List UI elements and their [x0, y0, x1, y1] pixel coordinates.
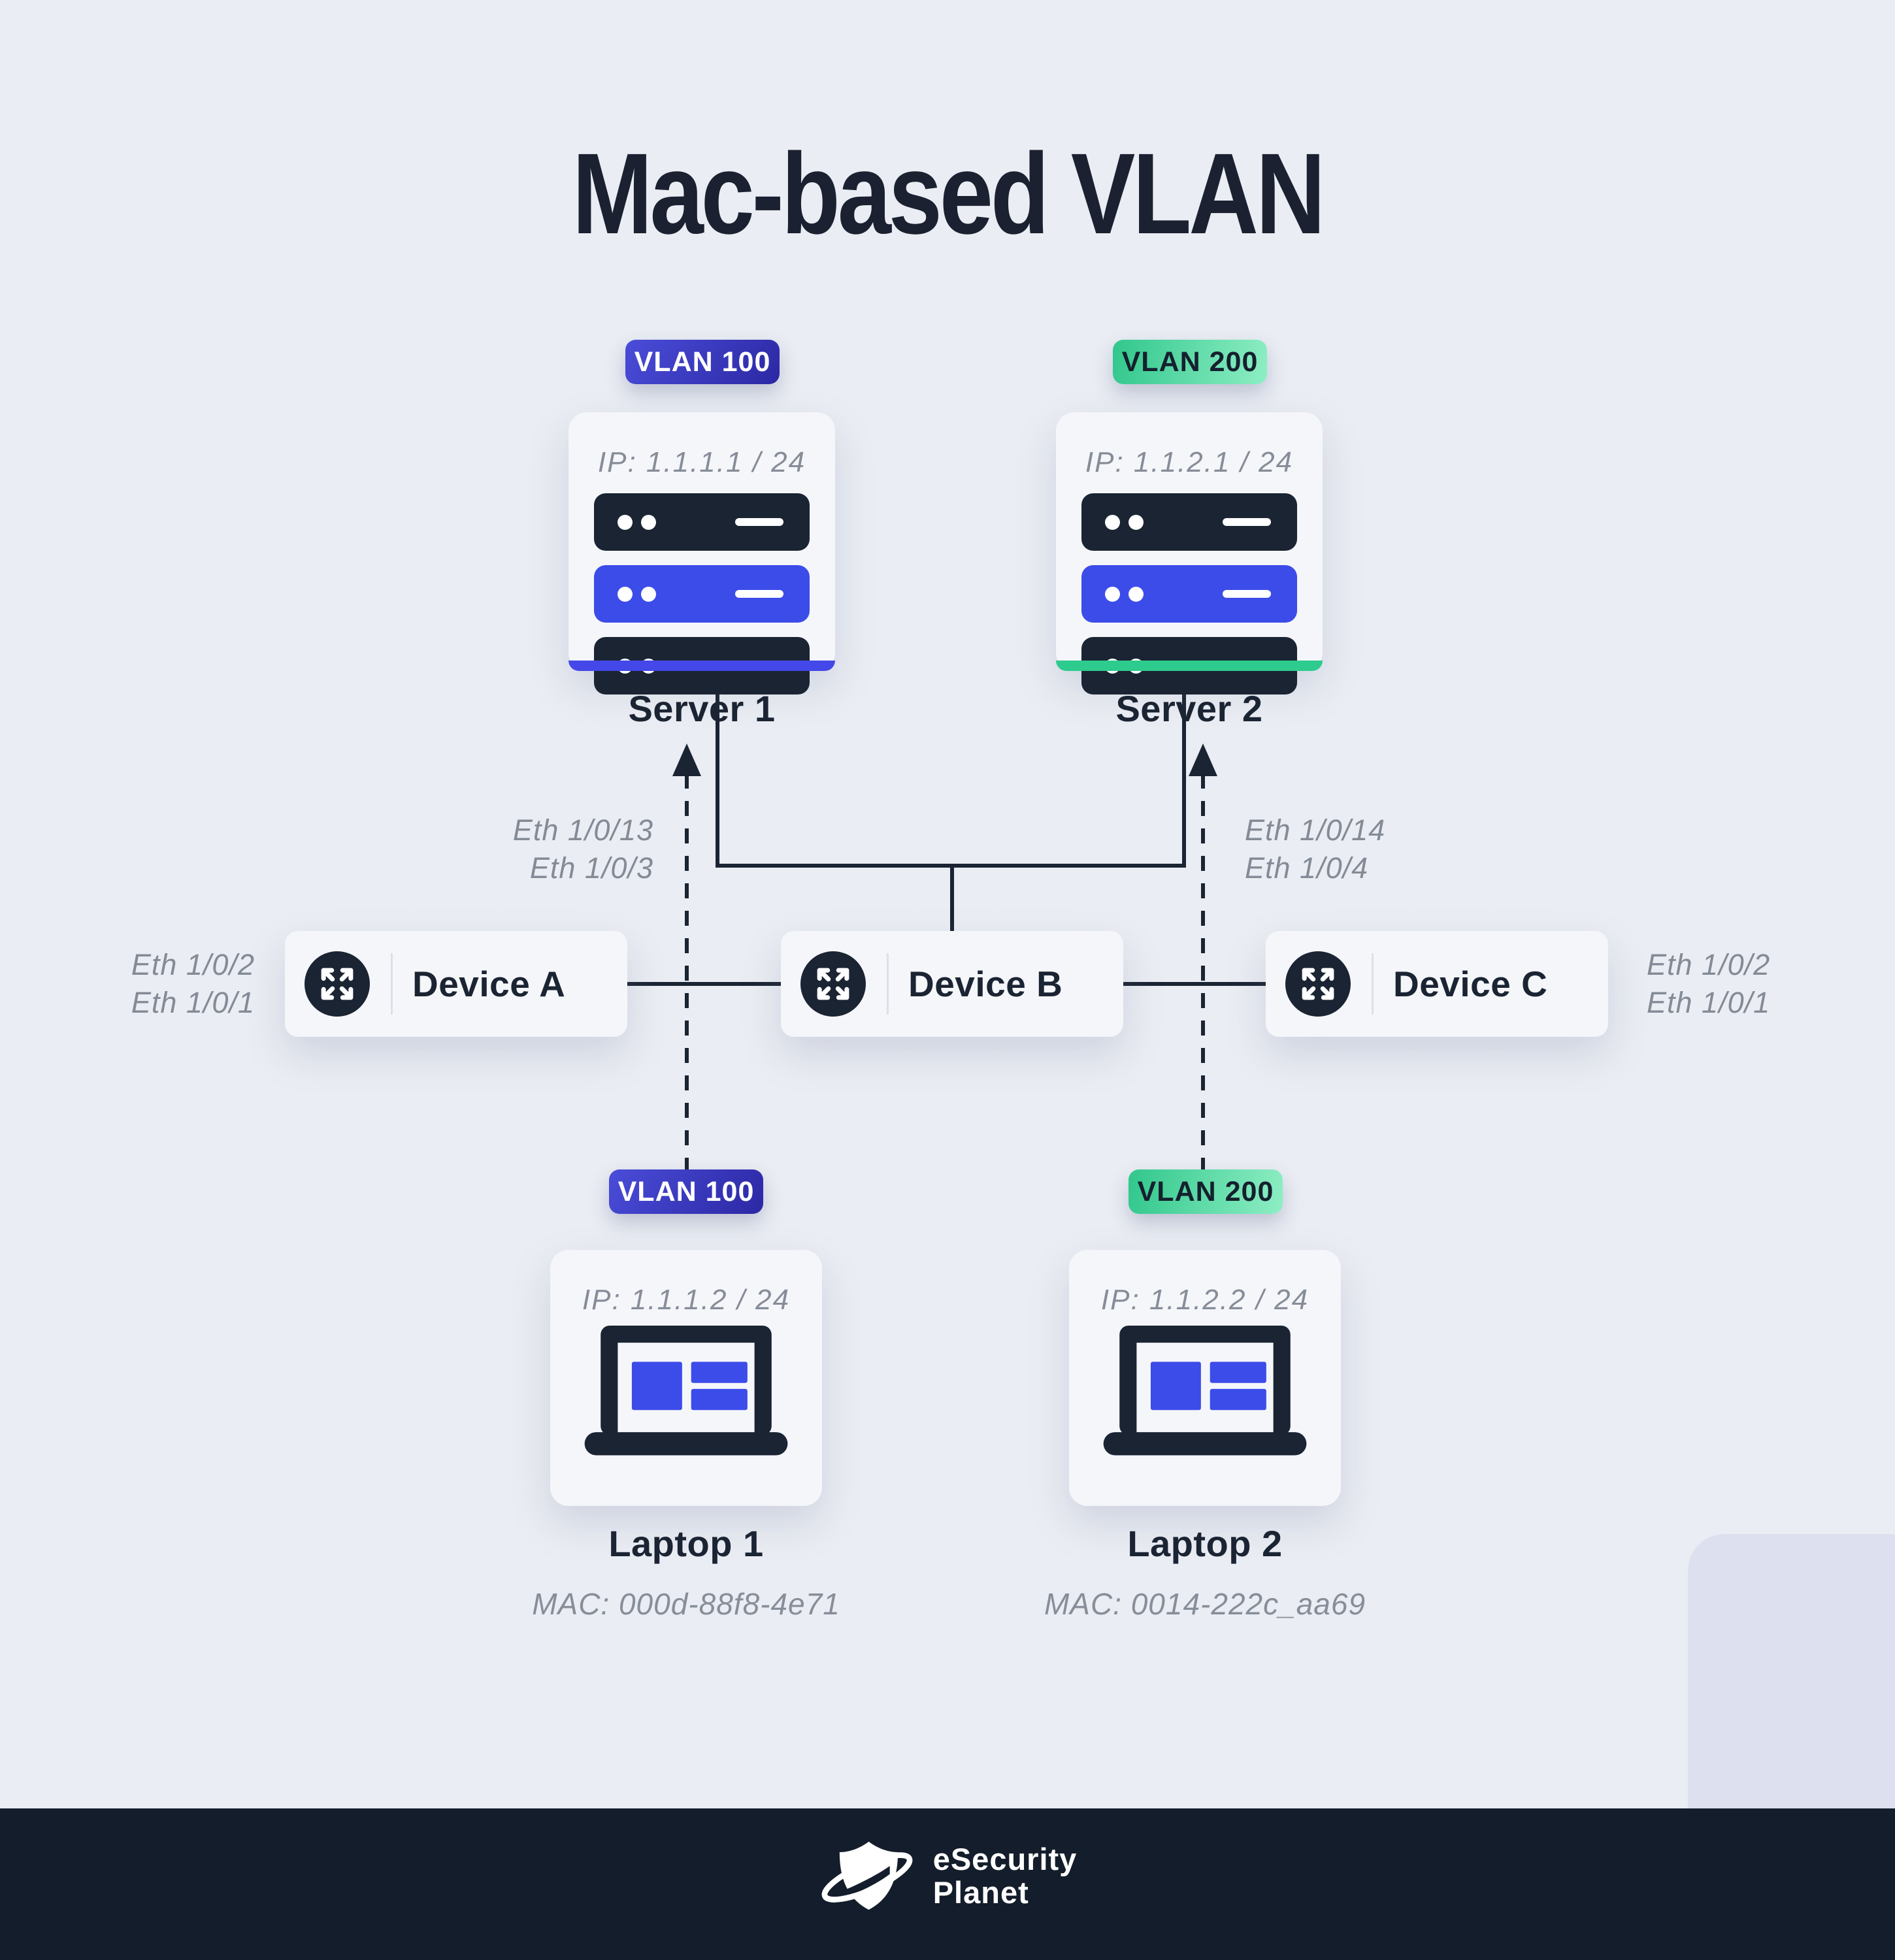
laptop2-mac: MAC: 0014-222c_aa69 [1044, 1587, 1366, 1621]
vlan-100-badge-server: VLAN 100 [625, 340, 780, 384]
vlan100-arrowhead-icon [672, 743, 701, 776]
port-label: Eth 1/0/2 [131, 948, 255, 981]
port-label: Eth 1/0/1 [1647, 986, 1771, 1019]
brand-logo: eSecurity Planet [818, 1835, 1078, 1916]
laptop2-ip: IP: 1.1.2.2 / 24 [1100, 1284, 1310, 1316]
switch-icon [1285, 951, 1351, 1017]
brand-line2: Planet [932, 1875, 1029, 1910]
server2-ip: IP: 1.1.2.1 / 24 [1085, 446, 1294, 478]
device-c-card: Device C [1266, 931, 1608, 1037]
brand-line1: eSecurity [932, 1842, 1078, 1876]
laptop-icon [1103, 1326, 1307, 1456]
laptop1-mac: MAC: 000d-88f8-4e71 [532, 1587, 840, 1621]
laptop2-card: IP: 1.1.2.2 / 24 [1069, 1250, 1341, 1506]
port-label: Eth 1/0/2 [1647, 948, 1771, 981]
server1-label: Server 1 [628, 688, 776, 729]
switch-icon [800, 951, 866, 1017]
server-icon [594, 493, 810, 694]
port-label: Eth 1/0/1 [131, 986, 255, 1019]
server1-port-labels: Eth 1/0/13 Eth 1/0/3 [513, 811, 653, 887]
server1-accent-bar [568, 661, 835, 671]
corner-decoration [1688, 1534, 1895, 1808]
laptop-icon [584, 1326, 788, 1456]
switch-icon [305, 951, 370, 1017]
device-c-label: Device C [1393, 964, 1548, 1004]
brand-text: eSecurity Planet [933, 1842, 1078, 1909]
server1-ip: IP: 1.1.1.1 / 24 [597, 446, 806, 478]
server2-accent-bar [1056, 661, 1323, 671]
divider [887, 953, 889, 1015]
vlan-100-badge-laptop: VLAN 100 [609, 1169, 763, 1214]
laptop1-ip: IP: 1.1.1.2 / 24 [582, 1284, 791, 1316]
device-a-label: Device A [412, 964, 566, 1004]
port-label: Eth 1/0/3 [529, 851, 653, 885]
page-title: Mac-based VLAN [572, 130, 1326, 258]
footer-bar: eSecurity Planet [0, 1808, 1895, 1960]
laptop1-label: Laptop 1 [608, 1523, 764, 1564]
laptop2-label: Laptop 2 [1127, 1523, 1283, 1564]
server2-port-labels: Eth 1/0/14 Eth 1/0/4 [1245, 811, 1385, 887]
port-label: Eth 1/0/14 [1245, 813, 1386, 847]
vlan-200-badge-server: VLAN 200 [1113, 340, 1267, 384]
port-label: Eth 1/0/13 [512, 813, 653, 847]
server2-label: Server 2 [1115, 688, 1263, 729]
server2-card: IP: 1.1.2.1 / 24 [1056, 412, 1323, 694]
vlan200-arrowhead-icon [1189, 743, 1217, 776]
laptop1-card: IP: 1.1.1.2 / 24 [550, 1250, 822, 1506]
device-a-card: Device A [285, 931, 627, 1037]
server1-card: IP: 1.1.1.1 / 24 [568, 412, 835, 694]
device-b-card: Device B [781, 931, 1123, 1037]
device-c-port-labels: Eth 1/0/2 Eth 1/0/1 [1647, 946, 1770, 1022]
device-a-port-labels: Eth 1/0/2 Eth 1/0/1 [131, 946, 255, 1022]
divider [391, 953, 393, 1015]
device-b-label: Device B [908, 964, 1063, 1004]
port-label: Eth 1/0/4 [1245, 851, 1369, 885]
vlan-200-badge-laptop: VLAN 200 [1129, 1169, 1283, 1214]
esecurity-planet-shield-icon [821, 1841, 913, 1910]
divider [1372, 953, 1374, 1015]
